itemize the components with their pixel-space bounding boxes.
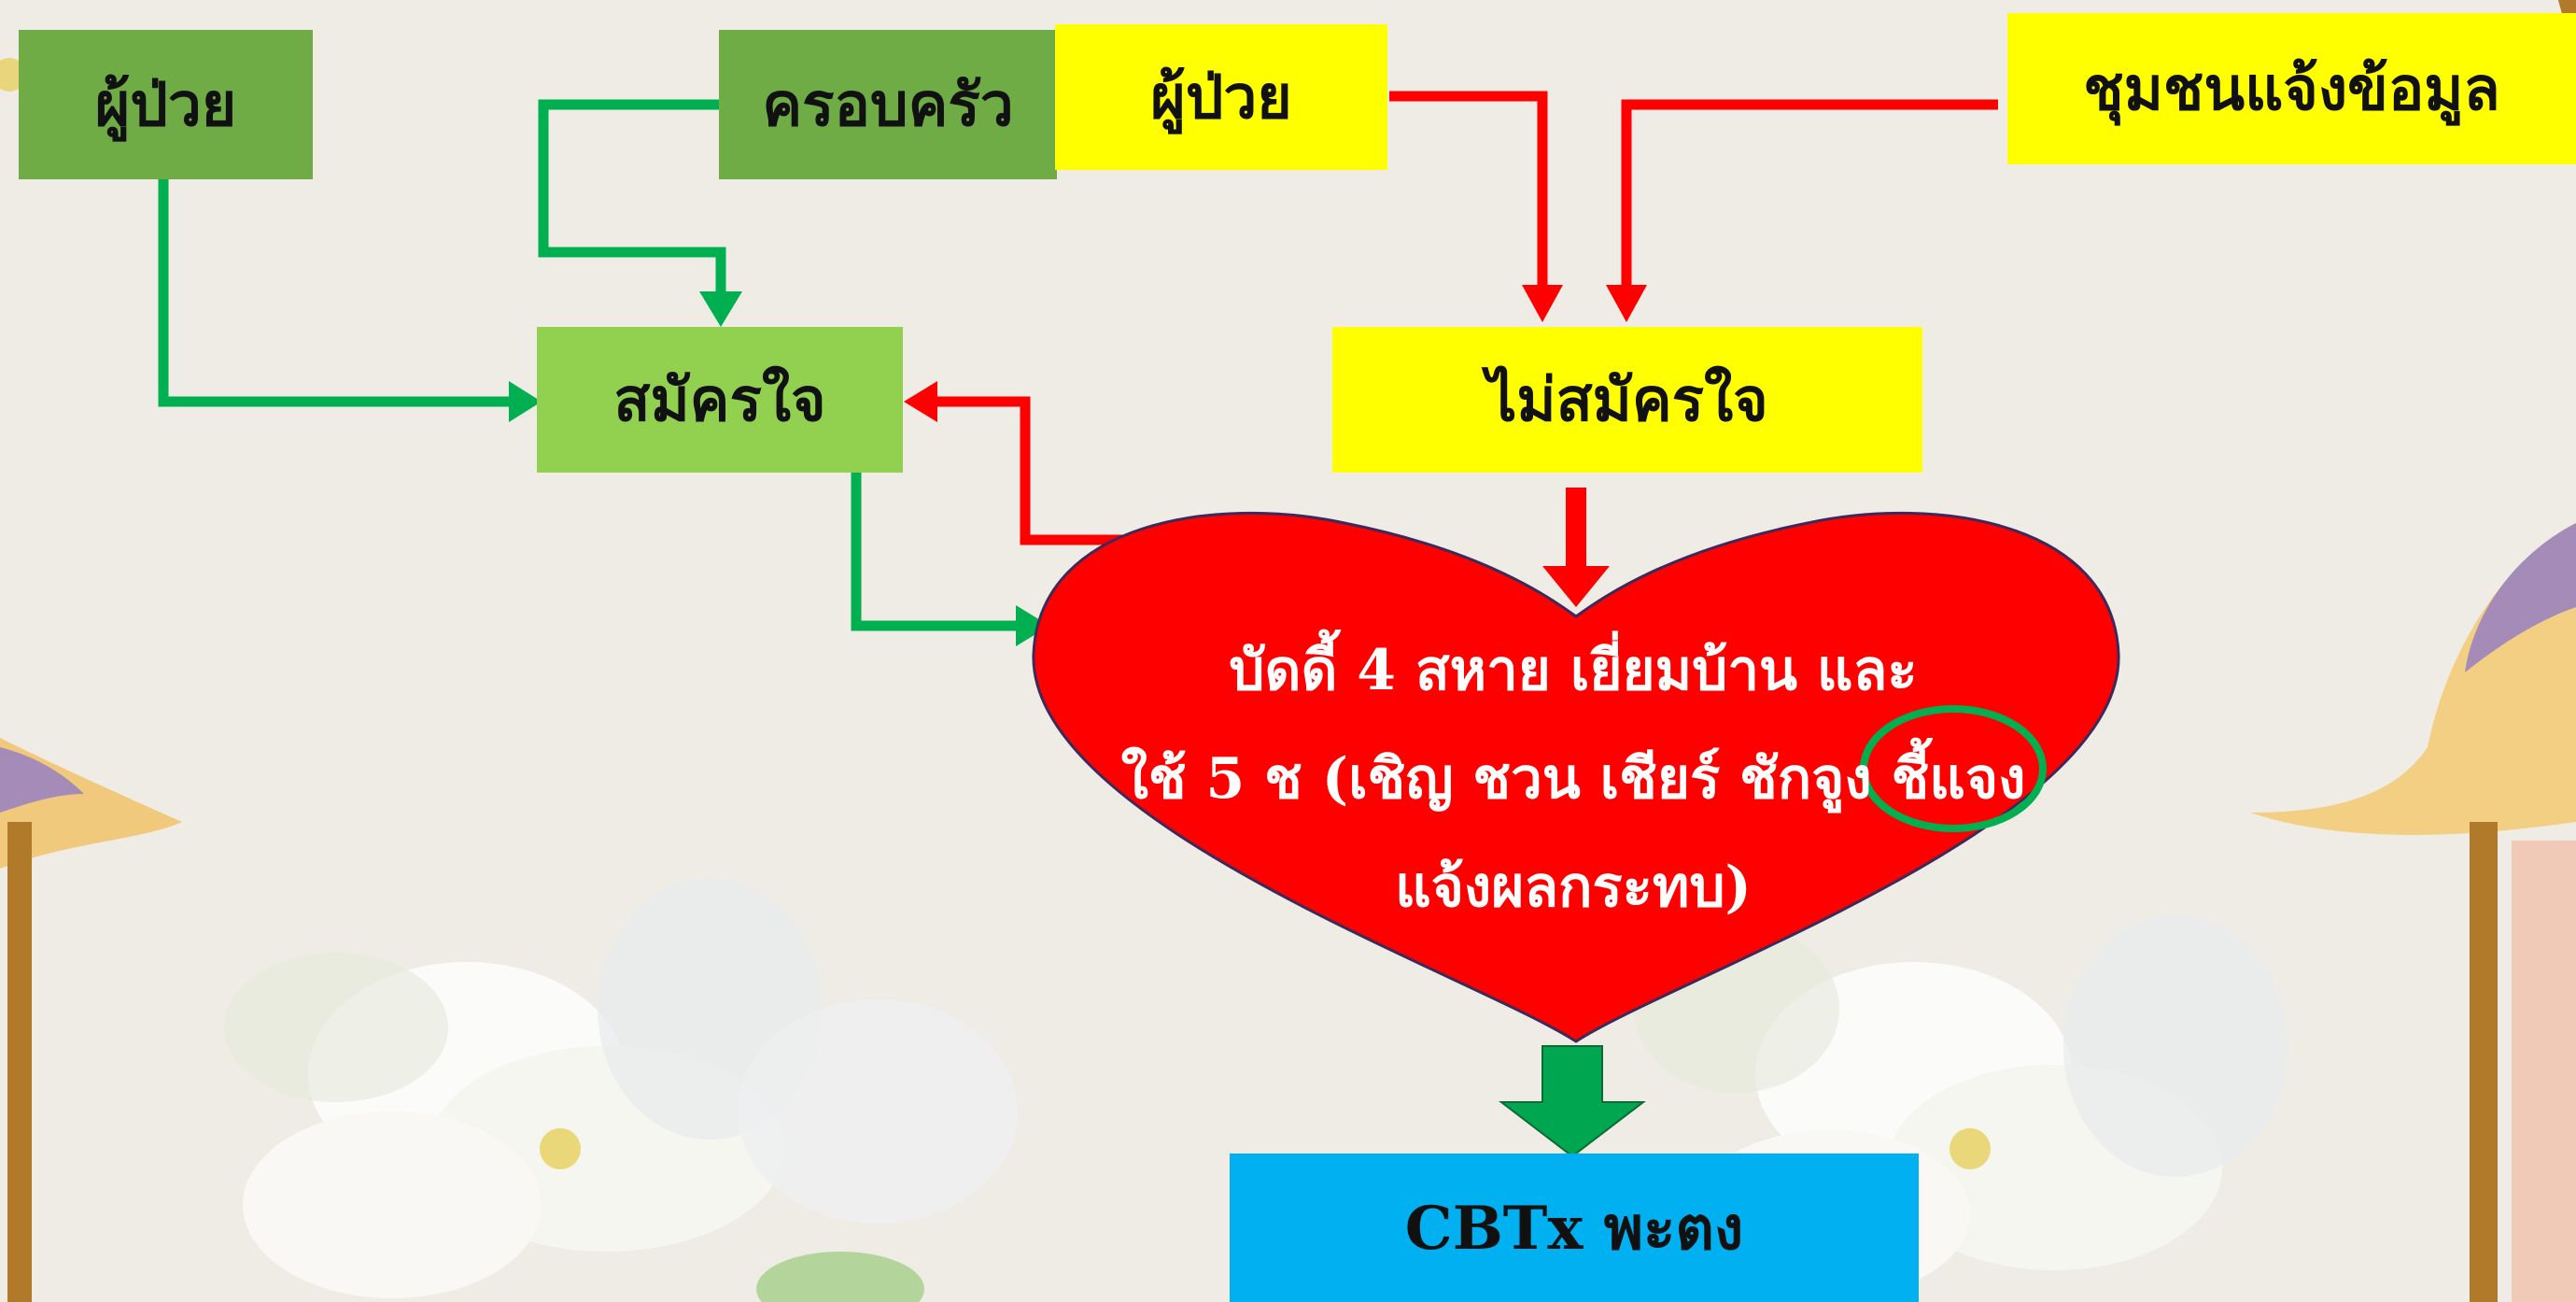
block-arrow-to-cbtx	[1499, 1045, 1646, 1158]
heart-text-block: บัดดี้ 4 สหาย เยี่ยมบ้าน และ ใช้ 5 ช (เช…	[1055, 616, 2091, 941]
arrow-heart-to-voluntary	[934, 396, 1167, 545]
node-patient-right: ผู้ป่วย	[1055, 24, 1387, 170]
node-patient-right-label: ผู้ป่วย	[1150, 63, 1292, 133]
heart-text-line-1: บัดดี้ 4 สหาย เยี่ยมบ้าน และ	[1229, 638, 1918, 703]
node-community-label: ชุมชนแจ้งข้อมูล	[2083, 54, 2500, 124]
node-patient-left-label: ผู้ป่วย	[94, 70, 237, 140]
node-cbtx-label: CBTx พะตง	[1404, 1193, 1744, 1264]
arrow-community-to-involuntary	[1621, 99, 1998, 290]
node-community: ชุมชนแจ้งข้อมูล	[2007, 13, 2576, 164]
arrow-family-to-voluntary	[538, 99, 726, 297]
node-family: ครอบครัว	[719, 30, 1057, 179]
arrow-patient-to-voluntary	[158, 177, 509, 407]
node-voluntary-label: สมัครใจ	[613, 365, 826, 435]
node-family-label: ครอบครัว	[762, 70, 1014, 140]
highlight-ellipse	[1860, 705, 2047, 832]
heart-shape	[1032, 511, 2120, 1043]
node-patient-left: ผู้ป่วย	[19, 30, 313, 179]
node-voluntary: สมัครใจ	[537, 327, 903, 473]
heart-text-line-2: ใช้ 5 ช (เชิญ ชวน เชียร์ ชักจูง ชี้แจง	[1120, 746, 2026, 812]
flower-decoration-left	[224, 878, 1018, 1302]
node-involuntary: ไม่สมัครใจ	[1332, 327, 1922, 473]
node-involuntary-label: ไม่สมัครใจ	[1486, 365, 1768, 435]
arrow-patient-to-involuntary	[1389, 91, 1548, 290]
node-cbtx: CBTx พะตง	[1230, 1153, 1919, 1302]
heart-text-line-3: แจ้งผลกระทบ)	[1395, 855, 1752, 920]
ornament-left	[0, 58, 182, 1302]
arrow-voluntary-to-heart	[851, 467, 1018, 631]
